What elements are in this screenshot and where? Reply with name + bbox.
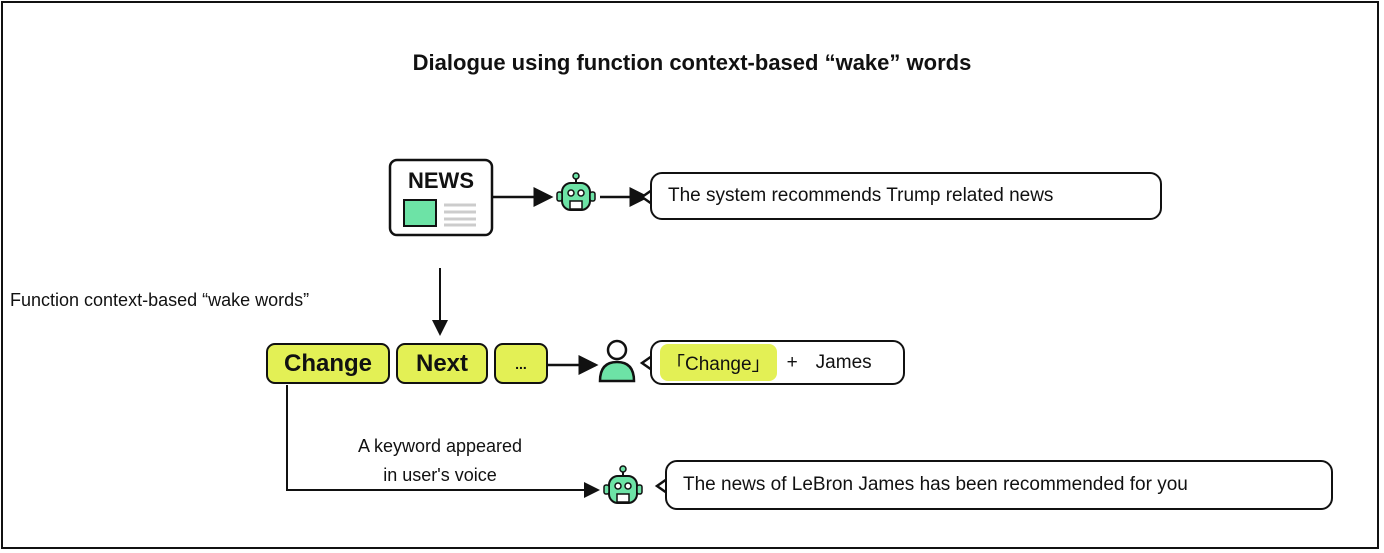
arrow-keyword-to-robot xyxy=(286,385,600,498)
bubble-tail xyxy=(654,477,668,495)
keyword-label: A keyword appeared in user's voice xyxy=(320,432,560,490)
response-bubble: The news of LeBron James has been recomm… xyxy=(665,460,1333,510)
keyword-label-line1: A keyword appeared xyxy=(357,436,523,456)
bubble-tail xyxy=(639,188,653,206)
diagram-title: Dialogue using function context-based “w… xyxy=(412,50,972,75)
wake-word-change: Change xyxy=(266,343,390,384)
response-message: The news of LeBron James has been recomm… xyxy=(683,474,1188,495)
name-text: James xyxy=(815,351,872,373)
wake-word-more: ... xyxy=(494,343,548,384)
system-message-bubble: The system recommends Trump related news xyxy=(650,172,1162,220)
robot-icon xyxy=(603,465,643,504)
keyword-highlight: 「Change」 xyxy=(660,344,777,381)
keyword-label-line2: in user's voice xyxy=(383,465,497,485)
system-message: The system recommends Trump related news xyxy=(668,185,1054,206)
bubble-tail xyxy=(639,354,653,372)
plus-sign: + xyxy=(786,351,798,373)
user-utterance-bubble: 「Change」 + James xyxy=(650,340,905,385)
side-label: Function context-based “wake words” xyxy=(10,290,310,310)
news-icon xyxy=(388,158,494,237)
user-icon xyxy=(598,339,636,383)
robot-icon xyxy=(556,172,596,211)
wake-word-next: Next xyxy=(396,343,488,384)
news-label: NEWS xyxy=(408,168,474,193)
